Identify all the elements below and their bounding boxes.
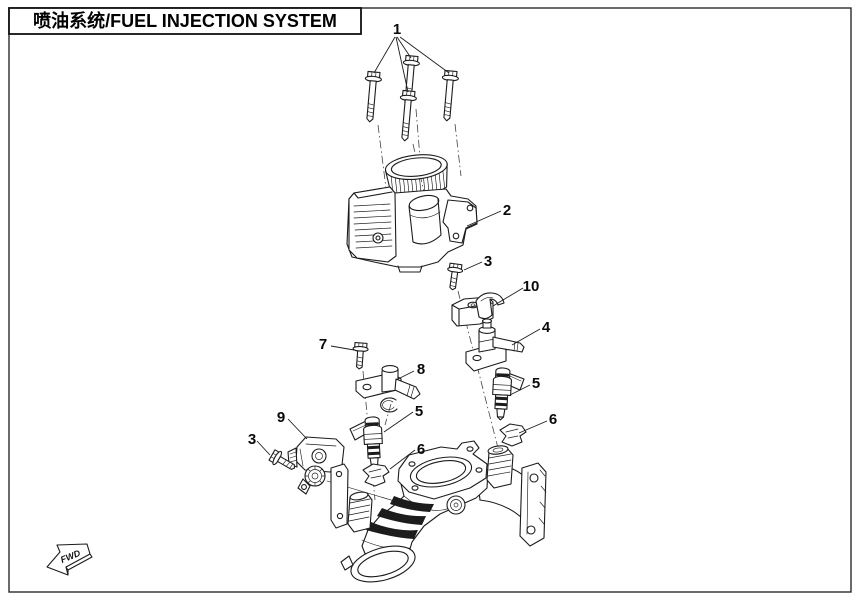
fwd-arrow: FWD — [46, 543, 93, 576]
clip-right — [499, 423, 527, 447]
callout-10: 10 — [523, 278, 540, 295]
leader-line-10 — [492, 287, 524, 307]
callout-3: 3 — [484, 253, 492, 270]
title-box — [8, 7, 362, 35]
leader-line-7 — [330, 345, 355, 351]
page-title: 喷油系统/FUEL INJECTION SYSTEM — [33, 10, 337, 31]
leader-line-3 — [256, 440, 271, 456]
flange-bolt-upper — [444, 262, 464, 292]
leader-line-2 — [466, 210, 502, 227]
leader-line-1 — [395, 36, 409, 93]
map-sensor — [287, 436, 419, 509]
injector-left — [349, 415, 385, 470]
callout-1: 1 — [393, 21, 401, 38]
leader-line-1 — [373, 36, 396, 74]
leader-line-6 — [518, 420, 548, 434]
leader-line-5 — [383, 411, 414, 433]
leader-line-1 — [396, 36, 412, 59]
callout-layer: 1 2 3 10 4 5 6 7 8 5 6 9 3 — [248, 21, 557, 470]
throttle-body — [346, 154, 478, 273]
leader-line-1 — [399, 36, 450, 74]
callout-5: 5 — [532, 375, 540, 392]
fuel-pipe-joint-left — [355, 365, 421, 413]
leader-line-3 — [463, 261, 483, 271]
clamp-bracket — [451, 292, 505, 327]
callout-6: 6 — [549, 411, 557, 428]
callout-2: 2 — [503, 202, 511, 219]
leader-line-4 — [511, 328, 541, 346]
callout-3: 3 — [248, 431, 256, 448]
callout-5: 5 — [415, 403, 423, 420]
callout-8: 8 — [417, 361, 425, 378]
leader-line-6 — [389, 449, 416, 470]
clip-left — [362, 463, 390, 487]
callout-9: 9 — [277, 409, 285, 426]
callout-4: 4 — [542, 319, 551, 336]
leader-line-8 — [395, 370, 415, 381]
leader-line-5 — [509, 384, 531, 396]
callout-6: 6 — [417, 441, 425, 458]
callout-7: 7 — [319, 336, 327, 353]
fuel-pipe-joint-right — [465, 318, 525, 372]
injector-right — [490, 366, 525, 421]
title-block: 喷油系统/FUEL INJECTION SYSTEM — [8, 7, 362, 35]
intake-manifold — [330, 440, 547, 583]
leader-line-9 — [287, 418, 308, 440]
flange-bolt-7 — [351, 341, 370, 371]
page-border — [8, 7, 852, 593]
